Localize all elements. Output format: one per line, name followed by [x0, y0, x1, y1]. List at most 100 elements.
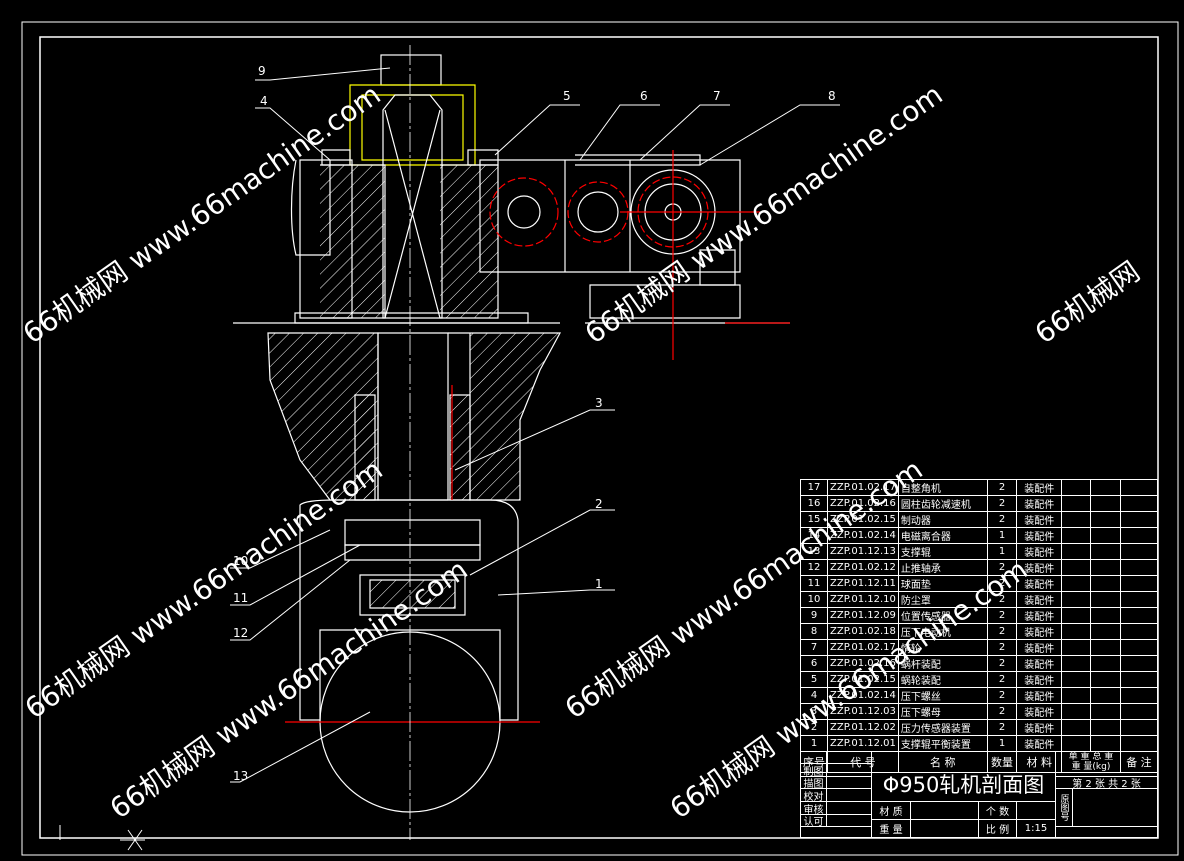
part-qty: 2	[986, 623, 1018, 640]
part-no: 7	[800, 639, 828, 656]
part-qty: 1	[986, 527, 1018, 544]
callout-13: 13	[233, 769, 248, 783]
part-qty: 2	[986, 703, 1018, 720]
header-weight-unit: 重 量(kg)	[1071, 762, 1111, 772]
part-code: ZZP.01.02.14	[827, 527, 899, 544]
part-code: ZZP.01.02.15	[827, 511, 899, 528]
empty-cell	[1090, 735, 1121, 752]
empty-cell	[1090, 495, 1121, 512]
part-code: ZZP.01.12.03	[827, 703, 899, 720]
part-material: 装配件	[1016, 655, 1063, 672]
part-qty: 2	[986, 655, 1018, 672]
part-code: ZZP.01.02.15	[827, 671, 899, 688]
part-material: 装配件	[1016, 735, 1063, 752]
empty-cell	[1061, 495, 1092, 512]
part-no: 15	[800, 511, 828, 528]
part-name: 支撑辊	[897, 543, 988, 560]
scale-value: 1:15	[1016, 819, 1056, 838]
empty-cell	[1061, 575, 1092, 592]
part-material: 装配件	[1016, 671, 1063, 688]
empty-cell	[1119, 559, 1159, 576]
empty-cell	[1119, 735, 1159, 752]
part-qty: 2	[986, 559, 1018, 576]
empty-cell	[1061, 511, 1092, 528]
empty-cell	[1119, 607, 1159, 624]
part-code: ZZP.01.02.18	[827, 623, 899, 640]
part-name: 蜗杆装配	[897, 655, 988, 672]
empty-cell	[1090, 623, 1121, 640]
part-no: 14	[800, 527, 828, 544]
weight-label: 重 量	[871, 819, 911, 838]
part-name: 止推轴承	[897, 559, 988, 576]
header-unit-weight: 单 重	[1068, 752, 1090, 763]
part-name: 电磁离合器	[897, 527, 988, 544]
header-material: 材 料	[1016, 751, 1063, 773]
header-remark: 备 注	[1119, 751, 1159, 773]
empty-cell	[1061, 559, 1092, 576]
part-qty: 2	[986, 719, 1018, 736]
empty-cell	[1119, 655, 1159, 672]
part-code: ZZP.01.02.16	[827, 495, 899, 512]
part-qty: 1	[986, 735, 1018, 752]
part-material: 装配件	[1016, 607, 1063, 624]
outer-frame	[21, 21, 1179, 856]
empty-cell	[1061, 719, 1092, 736]
part-qty: 2	[986, 591, 1018, 608]
empty-cell	[1119, 479, 1159, 496]
part-code: ZZP.01.12.09	[827, 607, 899, 624]
empty-cell	[1119, 495, 1159, 512]
centerlines	[285, 150, 790, 723]
part-qty: 2	[986, 511, 1018, 528]
part-no: 8	[800, 623, 828, 640]
empty-cell	[1061, 543, 1092, 560]
part-code: ZZP.01.12.01	[827, 735, 899, 752]
part-qty: 2	[986, 495, 1018, 512]
empty-cell	[1090, 655, 1121, 672]
empty-cell	[1090, 671, 1121, 688]
part-code: ZZP.01.02.12	[827, 559, 899, 576]
empty-cell	[1061, 479, 1092, 496]
part-no: 17	[800, 479, 828, 496]
part-material: 装配件	[1016, 527, 1063, 544]
callout-1: 1	[595, 577, 603, 591]
empty-cell	[1119, 671, 1159, 688]
empty-cell	[1119, 575, 1159, 592]
empty-cell	[1119, 591, 1159, 608]
callout-9: 9	[258, 64, 266, 78]
part-no: 13	[800, 543, 828, 560]
empty-cell	[1090, 607, 1121, 624]
leader-lines	[230, 67, 840, 783]
header-code: 代 号	[827, 751, 899, 773]
header-total-weight: 总 重	[1092, 752, 1114, 763]
callout-7: 7	[713, 89, 721, 103]
callout-6: 6	[640, 89, 648, 103]
title-block-cell	[1055, 751, 1158, 777]
part-no: 12	[800, 559, 828, 576]
part-material: 装配件	[1016, 511, 1063, 528]
empty-cell	[1061, 591, 1092, 608]
header-weight: 单 重 总 重重 量(kg)	[1061, 751, 1121, 773]
part-code: ZZP.01.02.16	[827, 655, 899, 672]
callout-12: 12	[233, 626, 248, 640]
part-no: 3	[800, 703, 828, 720]
part-name: 防尘罩	[897, 591, 988, 608]
part-code: ZZP.01.02.17	[827, 639, 899, 656]
part-name: 支撑辊平衡装置	[897, 735, 988, 752]
rolling-mill-section	[233, 54, 790, 813]
empty-cell	[1061, 639, 1092, 656]
part-no: 4	[800, 687, 828, 704]
title-block-cell	[826, 801, 872, 815]
empty-cell	[1090, 639, 1121, 656]
part-no: 16	[800, 495, 828, 512]
empty-cell	[1119, 511, 1159, 528]
part-code: ZZP.01.12.10	[827, 591, 899, 608]
